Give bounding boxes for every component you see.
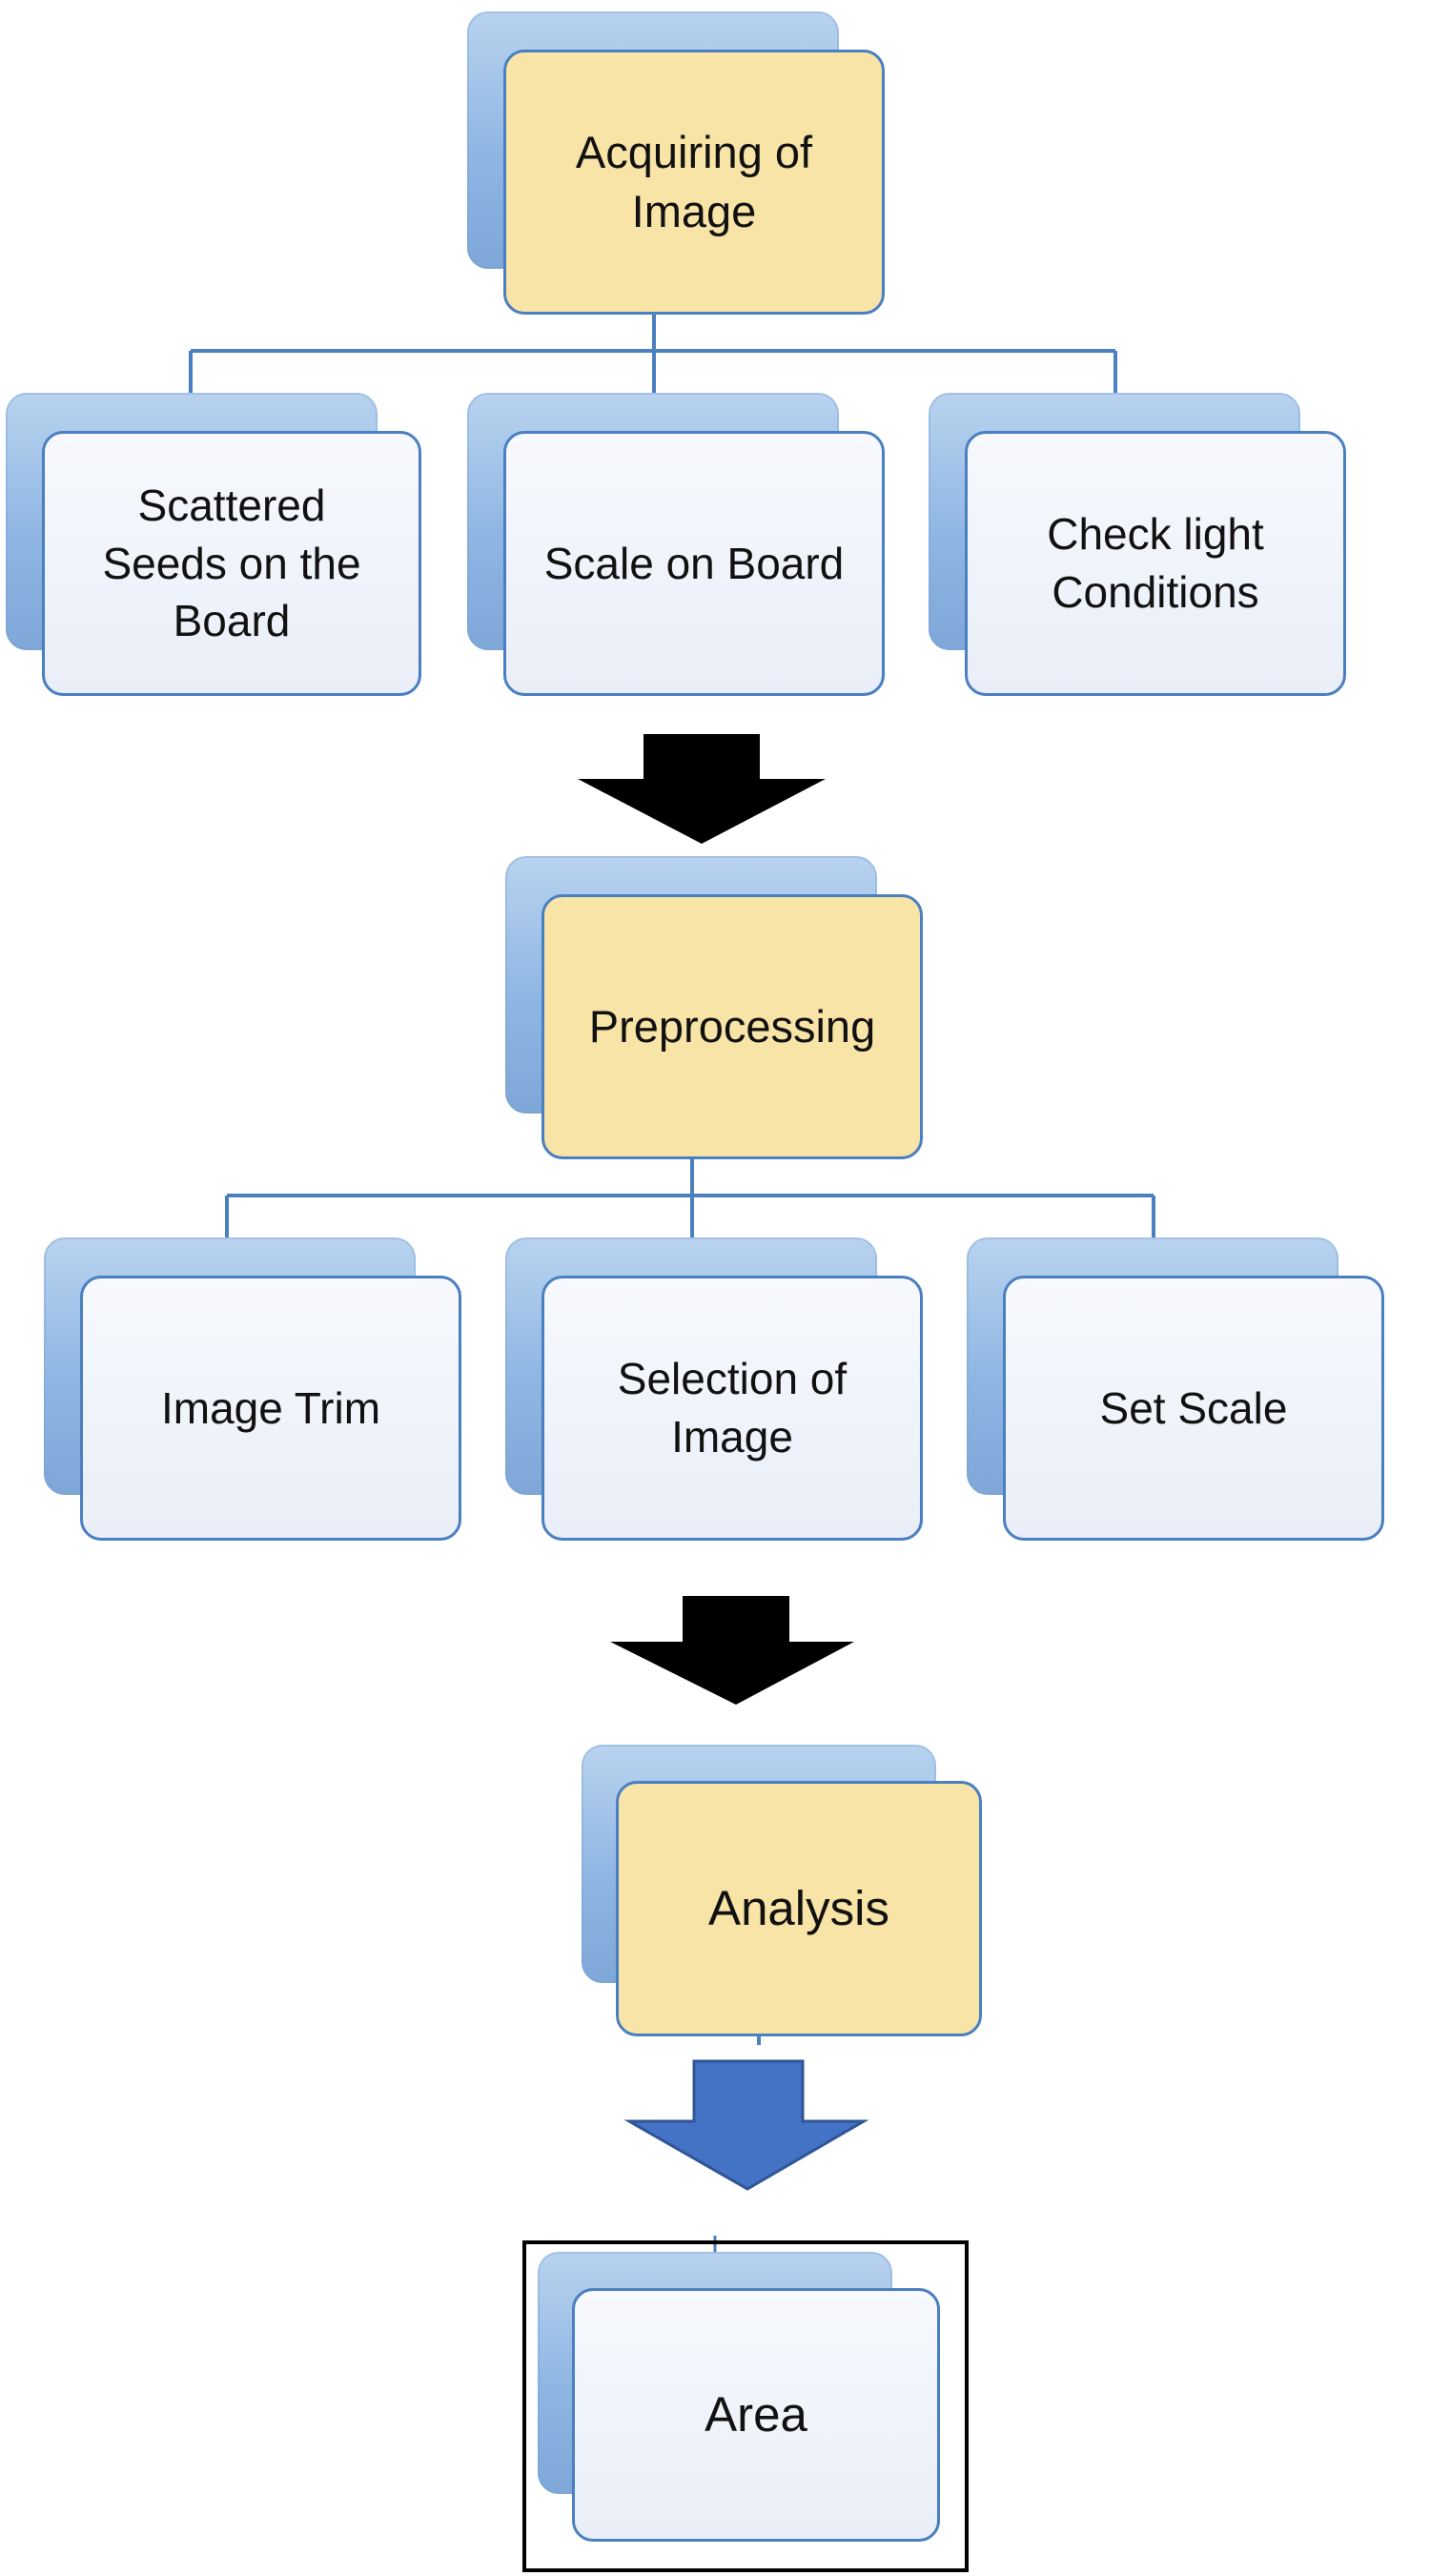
stage2-child-2-label: Selection of Image [617,1354,848,1462]
stage1-child-3-label: Check light Conditions [1047,509,1264,617]
stage1-child-3-box: Check light Conditions [965,431,1346,696]
stage1-child-1-box: Scattered Seeds on the Board [42,431,421,696]
stage1-main-box: Acquiring of Image [503,50,885,315]
stage2-main-box: Preprocessing [541,894,923,1159]
stage2-main-label: Preprocessing [588,1000,876,1052]
down-arrow-3 [623,2059,869,2191]
stage1-main-label: Acquiring of Image [575,126,813,236]
stage1-child-2-box: Scale on Board [503,431,885,696]
stage1-child-2-label: Scale on Board [543,538,845,588]
result-label: Area [705,2387,807,2443]
stage2-child-3-label: Set Scale [1099,1382,1288,1433]
stage3-main-box: Analysis [616,1781,982,2036]
stage1-child-1-label: Scattered Seeds on the Board [102,480,361,646]
down-arrow-2 [610,1596,854,1705]
down-arrow-1 [578,734,826,844]
stage3-main-label: Analysis [708,1881,889,1936]
stage2-child-3-box: Set Scale [1003,1276,1384,1541]
stage2-child-1-box: Image Trim [80,1276,461,1541]
result-frame [522,2240,969,2572]
result-box: Area [572,2288,940,2542]
stage2-child-2-box: Selection of Image [541,1276,923,1541]
stage2-child-1-label: Image Trim [160,1382,381,1433]
